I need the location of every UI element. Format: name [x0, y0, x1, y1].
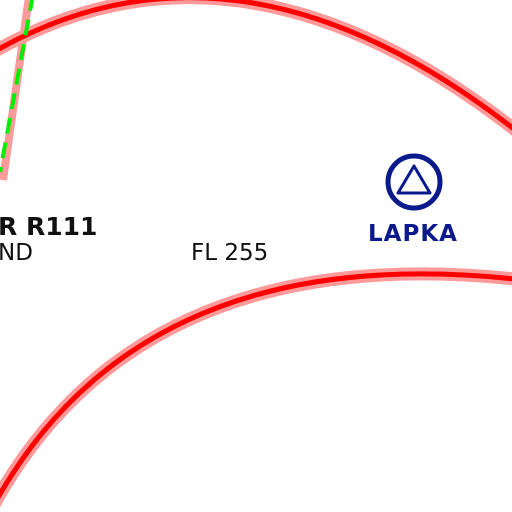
route-line[interactable]	[0, 0, 35, 173]
airspace-name-label: R R111	[0, 212, 98, 241]
airspace-upper-limit-label: FL 255	[191, 240, 269, 266]
airspace-lower-limit-label: ND	[0, 240, 33, 266]
restricted-area-boundary-upper	[0, 0, 512, 131]
vor-triangle-icon[interactable]	[385, 153, 443, 211]
route-corridor	[0, 0, 33, 181]
waypoint-name-label[interactable]: LAPKA	[368, 221, 458, 247]
restricted-area-boundary-lower	[0, 271, 512, 500]
